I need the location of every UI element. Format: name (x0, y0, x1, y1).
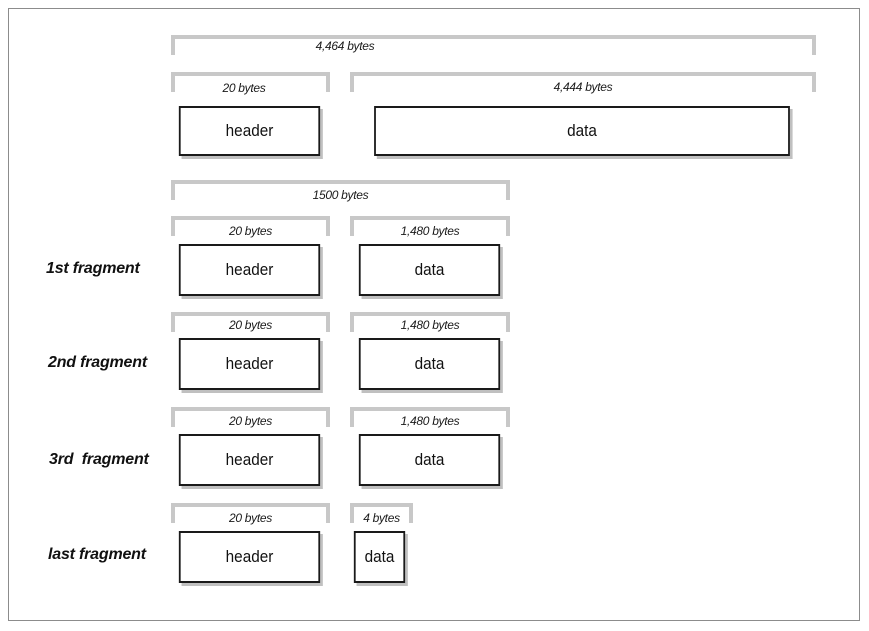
fragment-1-header-size-label: 20 bytes (229, 224, 272, 238)
fragment-1-data-text: data (414, 260, 445, 279)
total-size-bracket (171, 35, 816, 55)
original-header-box: header (178, 106, 321, 156)
fragment-1-header-text: header (225, 260, 274, 279)
fragment-4-label: last fragment (48, 546, 146, 563)
fragment-1-data-size-bracket (350, 216, 510, 236)
fragment-1-data-size-label: 1,480 bytes (400, 224, 460, 238)
fragment-1-data-box: data (358, 244, 501, 296)
fragment-4-data-text: data (364, 547, 395, 566)
original-data-box: data (374, 106, 790, 156)
fragment-3-data-box: data (358, 434, 501, 486)
fragment-3-header-text: header (225, 450, 274, 469)
fragment-4-header-box: header (178, 531, 321, 583)
fragment-3-header-box: header (178, 434, 321, 486)
total-size-label: 4,464 bytes (315, 39, 375, 53)
fragment-3-header-size-bracket (171, 407, 330, 427)
original-header-text: header (225, 121, 274, 140)
original-header-size-label: 20 bytes (222, 81, 266, 95)
fragment-2-header-box: header (178, 338, 321, 390)
fragment-4-data-box: data (353, 531, 406, 583)
original-data-size-bracket (350, 72, 816, 92)
fragment-2-data-size-bracket (350, 312, 510, 332)
fragment-3-header-size-label: 20 bytes (229, 414, 272, 428)
fragment-2-data-size-label: 1,480 bytes (400, 318, 460, 332)
fragment-2-header-text: header (225, 354, 274, 373)
fragment-4-header-size-bracket (171, 503, 330, 523)
fragment-3-data-text: data (414, 450, 445, 469)
fragment-4-header-size-label: 20 bytes (229, 511, 272, 525)
fragment-2-label: 2nd fragment (48, 354, 147, 371)
fragment-1-header-size-bracket (171, 216, 330, 236)
fragment-2-header-size-label: 20 bytes (229, 318, 272, 332)
original-data-size-label: 4,444 bytes (553, 80, 613, 94)
fragment-3-data-size-bracket (350, 407, 510, 427)
fragment-4-data-size-label: 4 bytes (363, 511, 400, 525)
original-header-size-bracket (171, 72, 330, 92)
mtu-size-bracket (171, 180, 510, 200)
fragment-3-label: 3rd fragment (49, 451, 149, 468)
fragment-2-header-size-bracket (171, 312, 330, 332)
fragment-1-header-box: header (178, 244, 321, 296)
fragment-4-header-text: header (225, 547, 274, 566)
fragment-3-data-size-label: 1,480 bytes (400, 414, 460, 428)
fragment-2-data-text: data (414, 354, 445, 373)
mtu-size-label: 1500 bytes (312, 188, 369, 202)
fragment-4-data-size-bracket (350, 503, 413, 523)
original-data-text: data (567, 121, 597, 140)
fragment-1-label: 1st fragment (46, 260, 140, 277)
fragment-2-data-box: data (358, 338, 501, 390)
